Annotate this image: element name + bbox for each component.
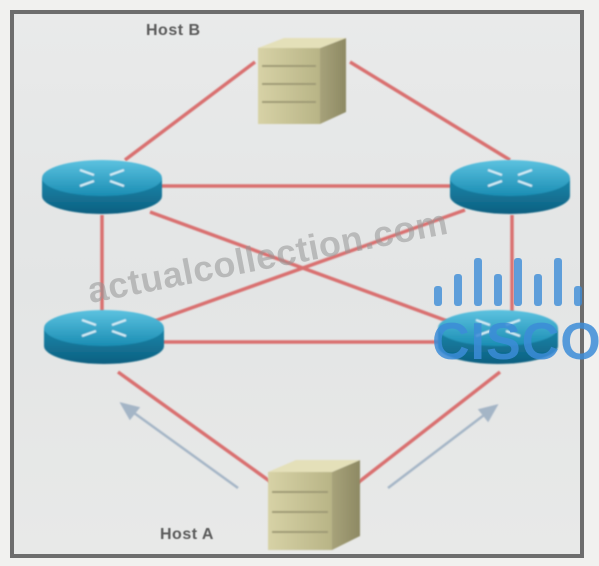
- link-router-tl-router-br: [149, 210, 451, 324]
- link-hostb-router-tl: [123, 60, 257, 162]
- flow-arrows: [119, 402, 499, 490]
- host-a-label: Host A: [160, 526, 214, 543]
- router-icon: [450, 160, 570, 214]
- arrow-icon: [387, 404, 499, 489]
- watermark-logo-icon: [434, 258, 582, 306]
- router-icon: [42, 160, 162, 214]
- server-icon: [258, 38, 346, 124]
- link-router-br-hosta: [353, 370, 502, 487]
- router-icon: [438, 310, 558, 364]
- links: [100, 60, 514, 487]
- link-router-tr-router-bl: [151, 208, 466, 324]
- arrow-icon: [119, 402, 239, 490]
- server-icon: [268, 460, 360, 550]
- link-router-bl-hosta: [116, 370, 277, 487]
- link-hostb-router-tr: [349, 60, 511, 162]
- routers: [42, 160, 570, 364]
- watermark-logo-word: CISCO: [432, 313, 599, 371]
- router-icon: [44, 310, 164, 364]
- host-b-label: Host B: [146, 22, 201, 39]
